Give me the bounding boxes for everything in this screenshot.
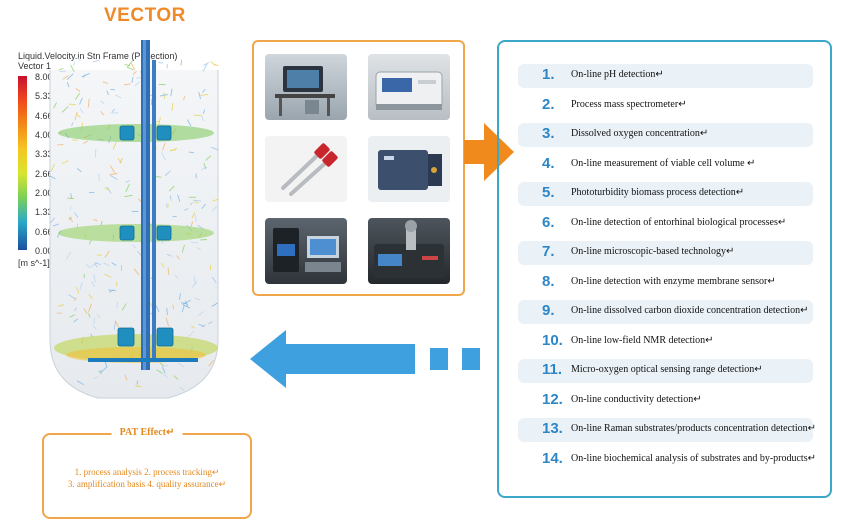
photo-turbidity-analyzer [368,136,450,202]
photo-nmr-analyzer [368,218,450,284]
list-item-label: On-line pH detection↵ [571,69,664,80]
list-item: 10. On-line low-field NMR detection↵ [518,330,813,354]
photo-mass-spectrometer [368,54,450,120]
pat-effect-box: PAT Effect↵ 1. process analysis 2. proce… [42,427,252,519]
list-item-label: On-line biochemical analysis of substrat… [571,452,816,464]
list-item-number: 9. [542,302,555,319]
list-item-label: On-line microscopic-based technology↵ [571,246,735,257]
list-item-label: On-line Raman substrates/products concen… [571,423,816,434]
list-item-label: Micro-oxygen optical sensing range detec… [571,364,763,375]
list-item-label: On-line dissolved carbon dioxide concent… [571,305,809,316]
list-item-label: Dissolved oxygen concentration↵ [571,128,709,139]
list-item-number: 8. [542,272,555,290]
list-item: 14. On-line biochemical analysis of subst… [518,448,816,472]
instrument-photo-grid [252,40,465,296]
list-item-number: 14. [542,449,563,467]
list-item-number: 3. [542,125,555,142]
photo-ph-station [265,54,347,120]
list-item-label: On-line low-field NMR detection↵ [571,334,714,346]
list-item: 13. On-line Raman substrates/products con… [518,418,816,442]
colorbar-tick: 4.000 [35,130,58,140]
detection-methods-panel: 1. On-line pH detection↵ 2. Process mass sp… [497,40,832,498]
sim-unit-label: [m s^-1] [18,258,50,268]
list-item-number: 13. [542,420,563,437]
list-item-number: 5. [542,184,555,201]
list-item: 1. On-line pH detection↵ [518,64,813,88]
arrow-right-orange [464,123,514,181]
list-item-label: On-line measurement of viable cell volum… [571,157,756,169]
colorbar-tick: 8.000 [35,72,58,82]
colorbar-tick: 2.000 [35,188,58,198]
list-item: 4. On-line measurement of viable cell vol… [518,153,813,177]
list-item-number: 1. [542,66,555,83]
colorbar-tick: 0.667 [35,226,58,237]
colorbar-tick: 4.667 [35,110,58,121]
photo-microscope-system [265,218,347,284]
list-item-label: Process mass spectrometer↵ [571,98,687,110]
colorbar-tick: 3.333 [35,149,58,160]
list-item: 11. Micro-oxygen optical sensing range de… [518,359,813,383]
list-item-label: On-line detection with enzyme membrane s… [571,275,776,287]
colorbar-tick: 0.000 [35,246,58,256]
list-item-number: 10. [542,331,563,349]
list-item: 8. On-line detection with enzyme membrane… [518,271,813,295]
list-item-label: On-line detection of entorhinal biologic… [571,216,787,228]
pat-effect-line-1: 1. process analysis 2. process tracking↵ [74,467,220,477]
list-item: 2. Process mass spectrometer↵ [518,94,813,118]
list-item: 3. Dissolved oxygen concentration↵ [518,123,813,147]
list-item-number: 7. [542,243,555,260]
arrow-left-blue [250,330,480,388]
list-item: 12. On-line conductivity detection↵ [518,389,813,413]
list-item: 9. On-line dissolved carbon dioxide conce… [518,300,813,324]
velocity-colorbar [18,76,27,250]
colorbar-tick: 1.333 [35,207,58,218]
list-item-label: On-line conductivity detection↵ [571,393,702,405]
colorbar-tick: 2.667 [35,168,58,179]
list-item: 6. On-line detection of entorhinal biolog… [518,212,813,236]
list-item-number: 11. [542,361,563,378]
list-item-number: 12. [542,390,563,408]
sim-legend-vector: Vector 1 [18,61,52,71]
list-item: 7. On-line microscopic-based technology↵ [518,241,813,265]
list-item-number: 6. [542,213,555,231]
pat-effect-title: PAT Effect↵ [111,427,183,438]
colorbar-tick: 5.333 [35,91,58,102]
list-item-number: 2. [542,95,555,113]
pat-effect-line-2: 3. amplification basis 4. quality assura… [67,479,227,489]
list-item: 5. Phototurbidity biomass process detecti… [518,182,813,206]
bioreactor-velocity-simulation [49,40,219,399]
list-item-label: Phototurbidity biomass process detection… [571,187,745,198]
vector-title: VECTOR [104,5,186,26]
list-item-number: 4. [542,154,555,172]
photo-oxygen-probes [265,136,347,202]
sim-legend-label: Liquid.Velocity.in Stn Frame (Projection… [18,51,178,61]
